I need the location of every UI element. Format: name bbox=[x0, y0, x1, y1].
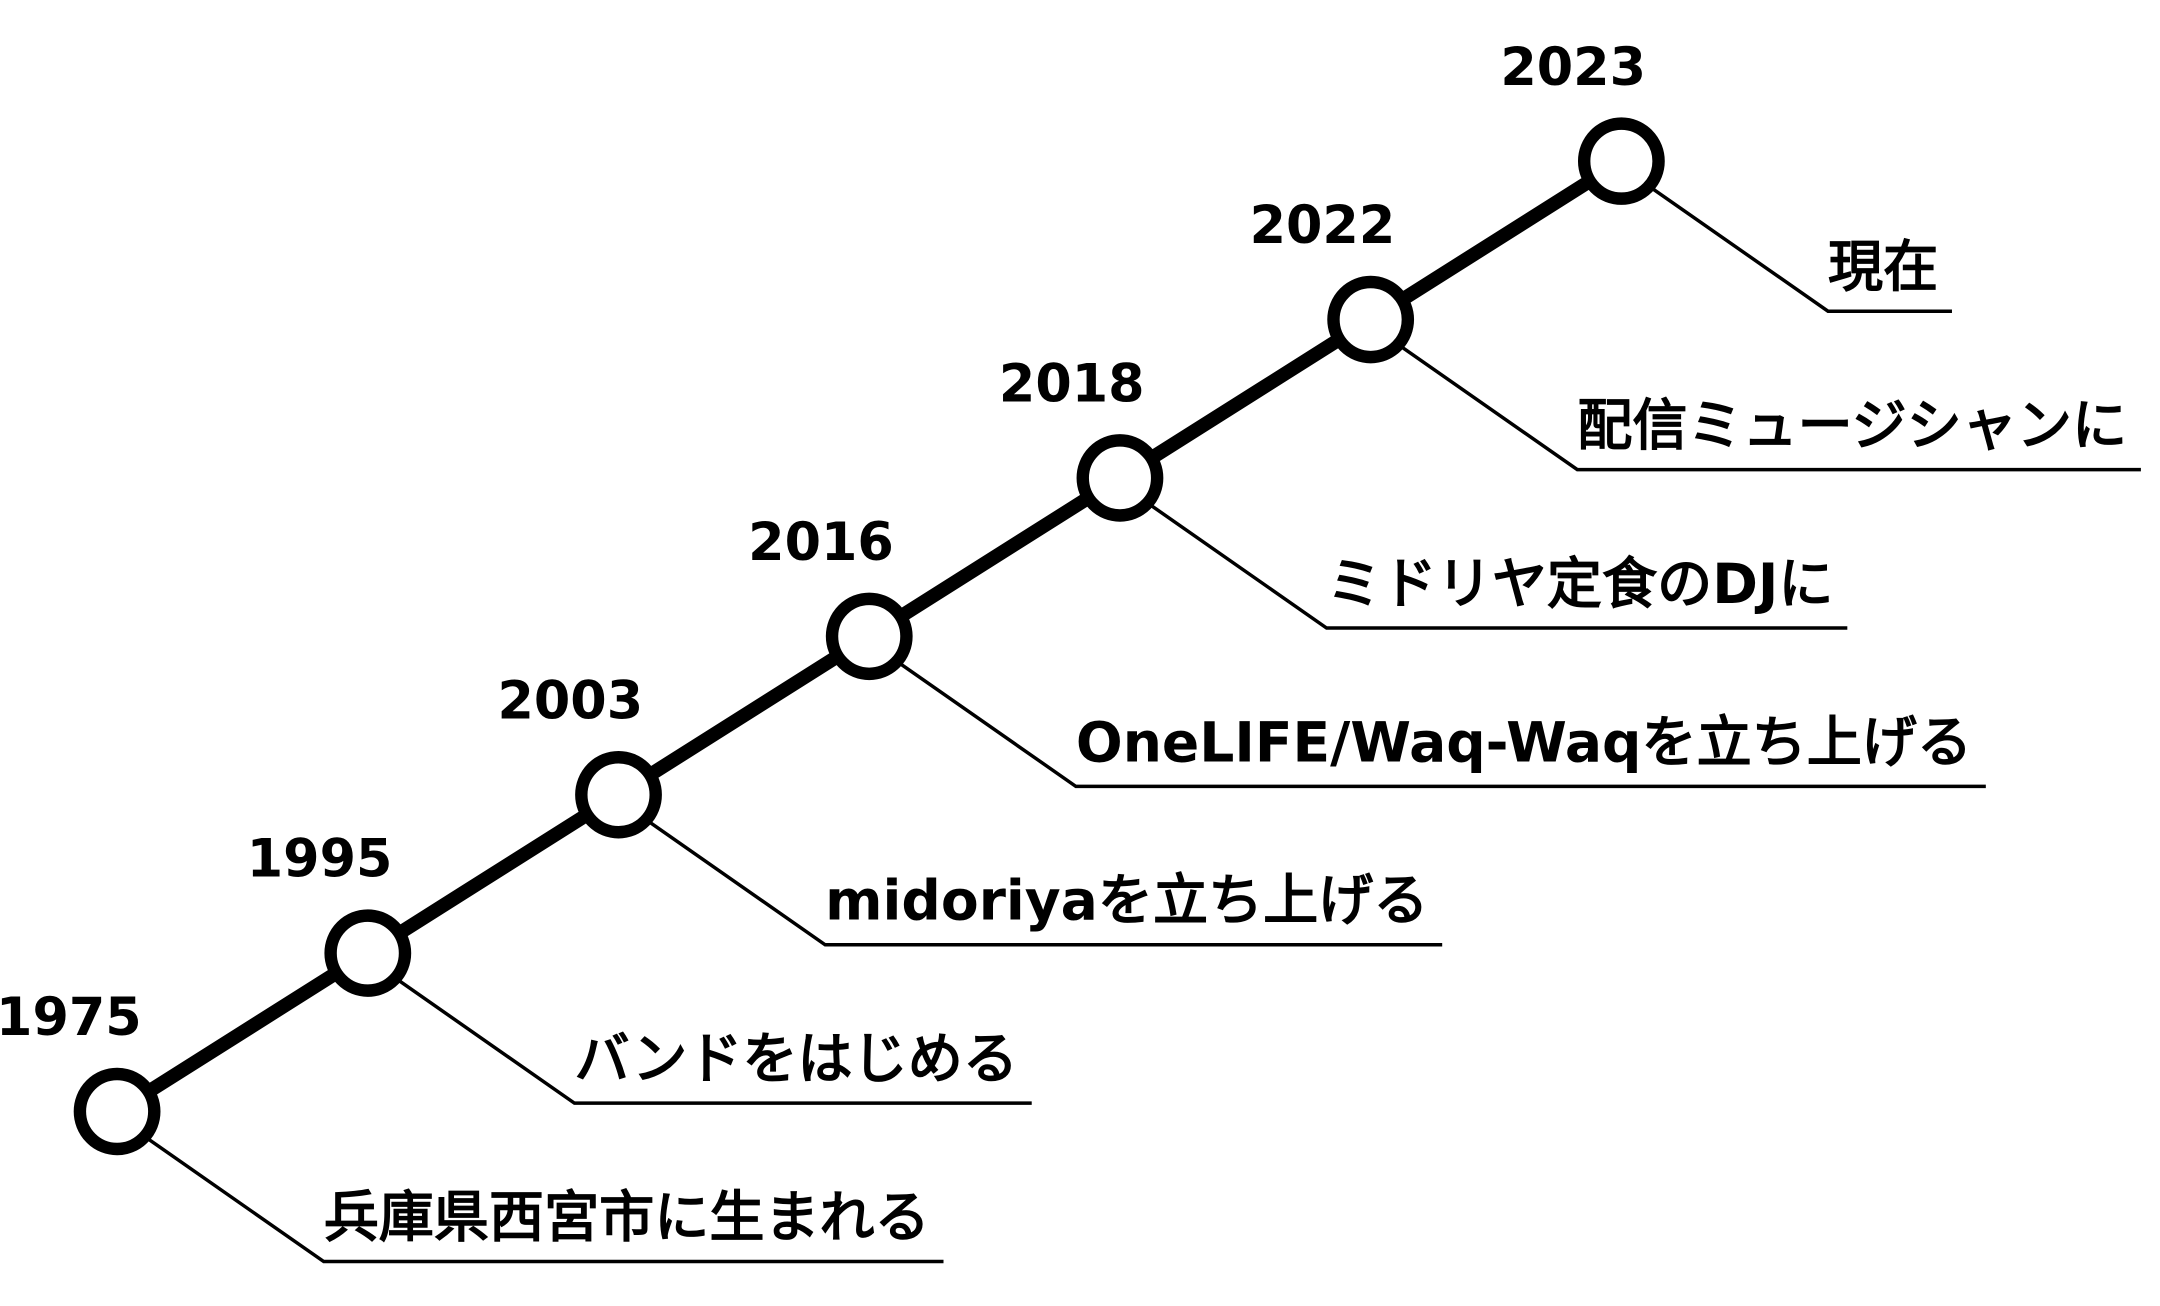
leader-line bbox=[895, 659, 1986, 789]
timeline-node bbox=[1577, 117, 1665, 205]
leader-line bbox=[1647, 184, 1952, 313]
timeline-node bbox=[73, 1067, 161, 1156]
event-label: 兵庫県西宮市に生まれる bbox=[324, 1186, 930, 1250]
leader-line bbox=[143, 1135, 944, 1264]
timeline-node bbox=[825, 592, 913, 681]
year-label: 1975 bbox=[0, 987, 142, 1048]
timeline-node bbox=[575, 750, 662, 839]
event-label: midoriyaを立ち上げる bbox=[825, 870, 1428, 934]
event-label: バンドをはじめる bbox=[574, 1028, 1018, 1092]
timeline-node bbox=[1076, 434, 1164, 522]
year-label: 2022 bbox=[1250, 195, 1396, 256]
year-label: 2003 bbox=[497, 670, 643, 731]
year-label: 2016 bbox=[748, 512, 894, 573]
leader-line bbox=[1397, 343, 2141, 472]
leader-line bbox=[645, 818, 1443, 947]
event-label: 現在 bbox=[1828, 236, 1938, 300]
event-label: OneLIFE/Waq-Waqを立ち上げる bbox=[1076, 711, 1972, 775]
year-label: 1995 bbox=[247, 828, 393, 889]
event-label: ミドリヤ定食のDJに bbox=[1327, 553, 1834, 617]
timeline-node bbox=[324, 909, 412, 997]
leader-line bbox=[1146, 501, 1848, 630]
timeline-node bbox=[1327, 275, 1415, 364]
year-label: 2018 bbox=[999, 353, 1145, 414]
event-label: 配信ミュージシャンに bbox=[1577, 394, 2127, 458]
leader-line bbox=[394, 976, 1032, 1105]
year-label: 2023 bbox=[1500, 37, 1646, 98]
